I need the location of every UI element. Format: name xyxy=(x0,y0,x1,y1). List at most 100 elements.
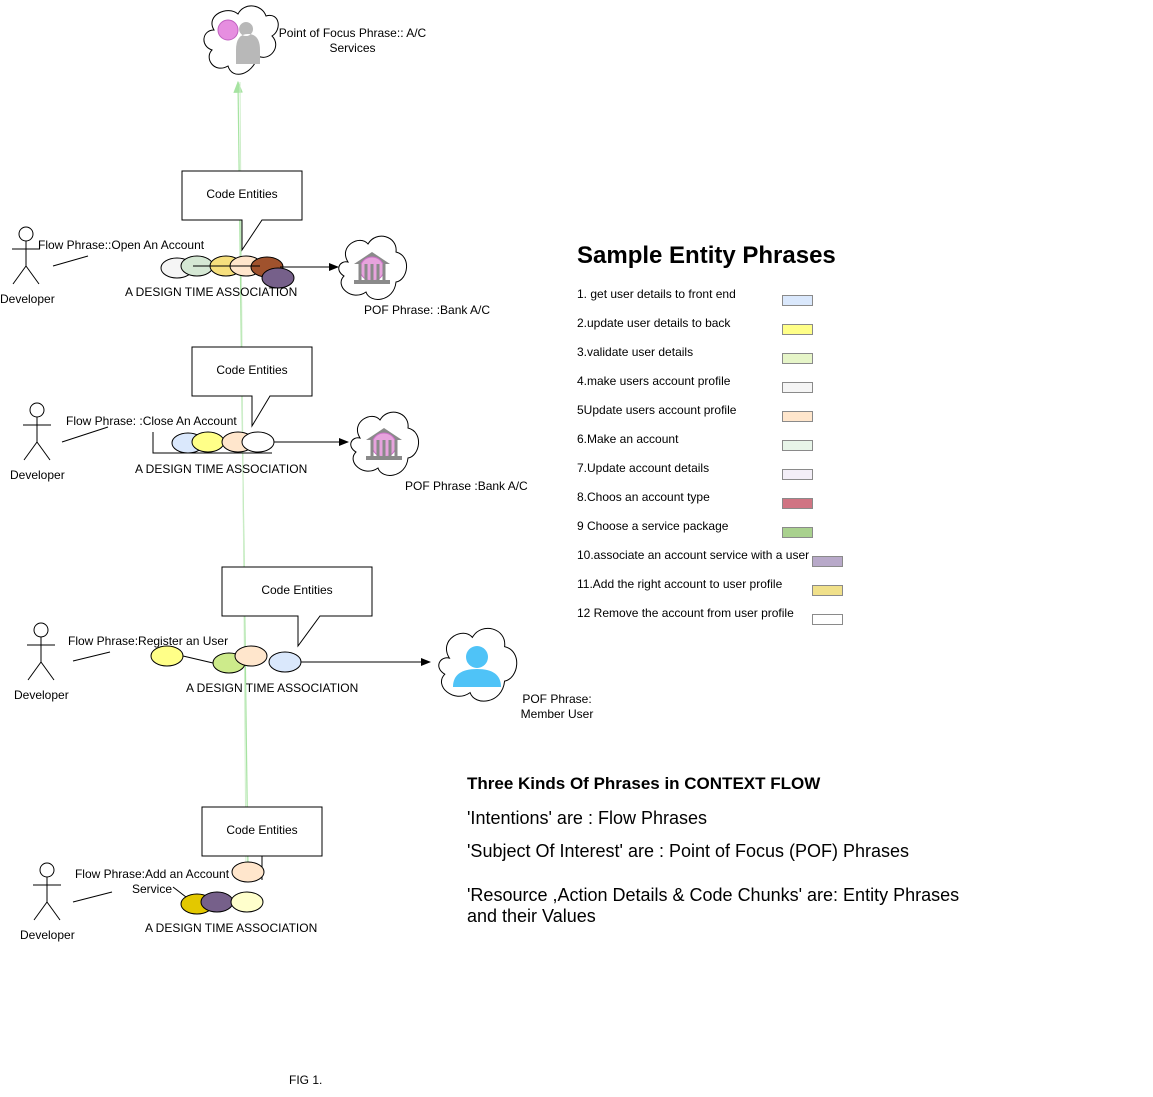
flow-phrase-label: Flow Phrase:Add an Account Service xyxy=(70,867,234,897)
user-icon-body xyxy=(453,669,501,687)
kinds-line-subject: 'Subject Of Interest' are : Point of Foc… xyxy=(467,841,910,861)
legend-color-swatch xyxy=(782,353,813,364)
user-icon xyxy=(466,646,488,668)
legend-color-swatch xyxy=(782,411,813,422)
legend-item-label: 8.Choos an account type xyxy=(577,490,710,504)
flow-phrase-label: Flow Phrase::Open An Account xyxy=(38,238,205,252)
legend-item-label: 7.Update account details xyxy=(577,461,710,475)
pof-phrase-label: POF Phrase: :Bank A/C xyxy=(364,303,491,317)
legend-item-label: 6.Make an account xyxy=(577,432,679,446)
association-label: A DESIGN TIME ASSOCIATION xyxy=(125,285,298,299)
entity-ellipse xyxy=(230,891,264,913)
kinds-line-resource: 'Resource ,Action Details & Code Chunks'… xyxy=(467,885,960,926)
piggy-bank-icon xyxy=(217,19,239,41)
legend-item-label: 4.make users account profile xyxy=(577,374,731,388)
code-entities-callout xyxy=(181,170,303,252)
legend-item-label: 1. get user details to front end xyxy=(577,287,736,301)
actor-link xyxy=(72,651,111,662)
actor-leg xyxy=(46,901,61,921)
legend-color-swatch xyxy=(812,614,843,625)
bank-base xyxy=(354,280,390,284)
actor-leg xyxy=(12,265,27,285)
legend-title: Sample Entity Phrases xyxy=(577,242,836,269)
bank-column xyxy=(376,264,380,280)
bank-column xyxy=(358,264,362,280)
legend-color-swatch xyxy=(782,382,813,393)
actor-link xyxy=(52,255,89,267)
actor-leg xyxy=(33,901,48,921)
bank-column xyxy=(370,264,374,280)
legend-item-label: 3.validate user details xyxy=(577,345,694,359)
bank-column xyxy=(382,440,386,456)
legend-item-label: 10.associate an account service with a u… xyxy=(577,548,810,562)
actor-link xyxy=(72,891,113,903)
top-pof-label-line2: Services xyxy=(329,41,376,55)
bank-column xyxy=(364,264,368,280)
bank-base xyxy=(366,456,402,460)
legend-item-label: 11.Add the right account to user profile xyxy=(577,577,783,591)
code-entities-callout xyxy=(191,346,313,428)
kinds-title: Three Kinds Of Phrases in CONTEXT FLOW xyxy=(467,774,821,793)
pof-phrase-line1: POF Phrase: xyxy=(522,692,592,706)
legend-item-label: 5Update users account profile xyxy=(577,403,737,417)
entity-link xyxy=(152,432,272,454)
top-pof-cloud xyxy=(203,5,279,75)
actor-head xyxy=(29,402,45,418)
top-pof-label-line1: Point of Focus Phrase:: A/C xyxy=(278,26,427,40)
actor-label: Developer xyxy=(14,688,69,702)
association-label: A DESIGN TIME ASSOCIATION xyxy=(145,921,318,935)
actor-label: Developer xyxy=(20,928,75,942)
bank-column xyxy=(370,440,374,456)
actor-leg xyxy=(36,441,51,461)
entity-ellipse xyxy=(191,431,225,453)
entity-ellipse xyxy=(268,651,302,673)
entity-link xyxy=(182,655,214,664)
bank-column xyxy=(376,440,380,456)
actor-head xyxy=(33,622,49,638)
top-pof-label: Point of Focus Phrase:: A/C Services xyxy=(270,26,435,56)
legend-color-swatch xyxy=(782,469,813,480)
legend-item-label: 9 Choose a service package xyxy=(577,519,729,533)
legend-color-swatch xyxy=(812,585,843,596)
flow-phrase-line2: Service xyxy=(131,882,172,896)
legend-item-label: 2.update user details to back xyxy=(577,316,731,330)
entity-ellipse xyxy=(261,267,295,289)
flow-phrase-label: Flow Phrase:Register an User xyxy=(68,634,229,648)
bank-column xyxy=(394,440,398,456)
legend-color-swatch xyxy=(782,498,813,509)
association-label: A DESIGN TIME ASSOCIATION xyxy=(186,681,359,695)
actor-head xyxy=(39,862,55,878)
actor-leg xyxy=(23,441,38,461)
pof-phrase-label: POF Phrase :Bank A/C xyxy=(405,479,528,493)
flow-phrase-label: Flow Phrase: :Close An Account xyxy=(66,414,237,428)
pof-phrase-label: POF Phrase: Member User xyxy=(510,692,604,722)
legend-color-swatch xyxy=(782,527,813,538)
actor-leg xyxy=(27,661,42,681)
actor-leg xyxy=(25,265,40,285)
code-entities-callout-text: Code Entities xyxy=(226,823,298,837)
code-entities-callout-text: Code Entities xyxy=(261,583,333,597)
entity-ellipse xyxy=(241,431,275,453)
association-label: A DESIGN TIME ASSOCIATION xyxy=(135,462,308,476)
entity-ellipse xyxy=(150,645,184,667)
actor-label: Developer xyxy=(10,468,65,482)
bank-column xyxy=(382,264,386,280)
entity-link xyxy=(172,886,187,898)
person-icon xyxy=(236,22,260,64)
code-entities-callout xyxy=(221,566,373,648)
legend-color-swatch xyxy=(782,440,813,451)
kinds-line-intentions: 'Intentions' are : Flow Phrases xyxy=(467,808,707,828)
entity-ellipse xyxy=(231,861,265,883)
legend-color-swatch xyxy=(782,324,813,335)
figure-label: FIG 1. xyxy=(289,1073,323,1087)
code-entities-callout-text: Code Entities xyxy=(206,187,278,201)
code-entities-callout-text: Code Entities xyxy=(216,363,288,377)
actor-head xyxy=(18,226,34,242)
bank-column xyxy=(388,440,392,456)
pof-phrase-line2: Member User xyxy=(520,707,594,721)
actor-leg xyxy=(40,661,55,681)
legend-item-label: 12 Remove the account from user profile xyxy=(577,606,794,620)
entity-ellipse xyxy=(234,645,268,667)
legend-color-swatch xyxy=(812,556,843,567)
